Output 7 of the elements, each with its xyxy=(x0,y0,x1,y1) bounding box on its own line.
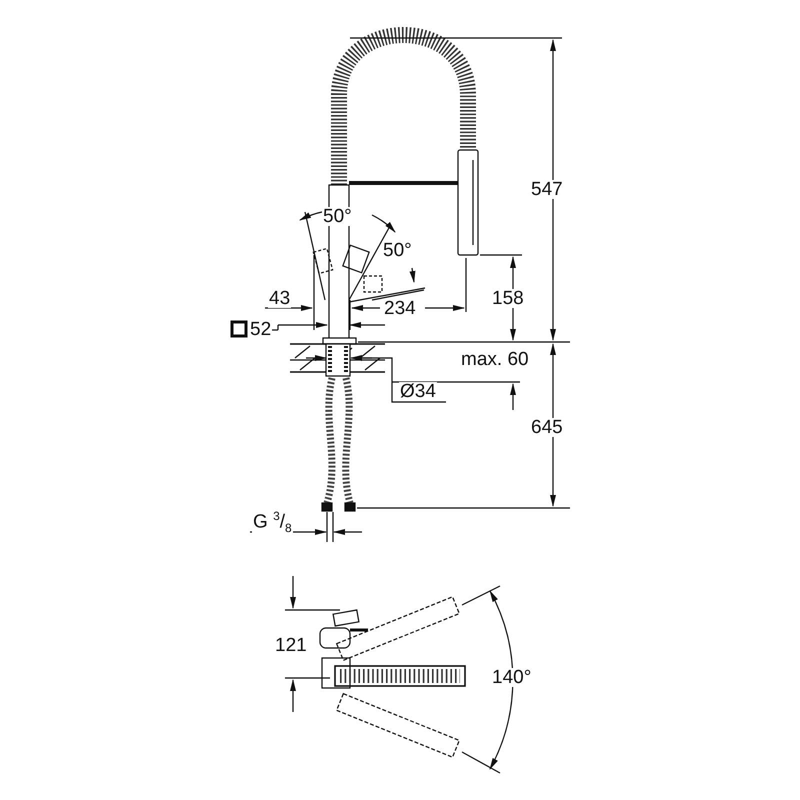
angle-label: 140° xyxy=(491,668,532,687)
angle-label: 50° xyxy=(322,207,353,226)
dimension-label: 158 xyxy=(491,289,525,308)
thread-size-label: G $^{3}$/$_{8}$ xyxy=(252,510,293,534)
dimension-label: 547 xyxy=(530,180,564,199)
dimension-label: 645 xyxy=(530,418,564,437)
dimension-label: 43 xyxy=(268,289,292,308)
